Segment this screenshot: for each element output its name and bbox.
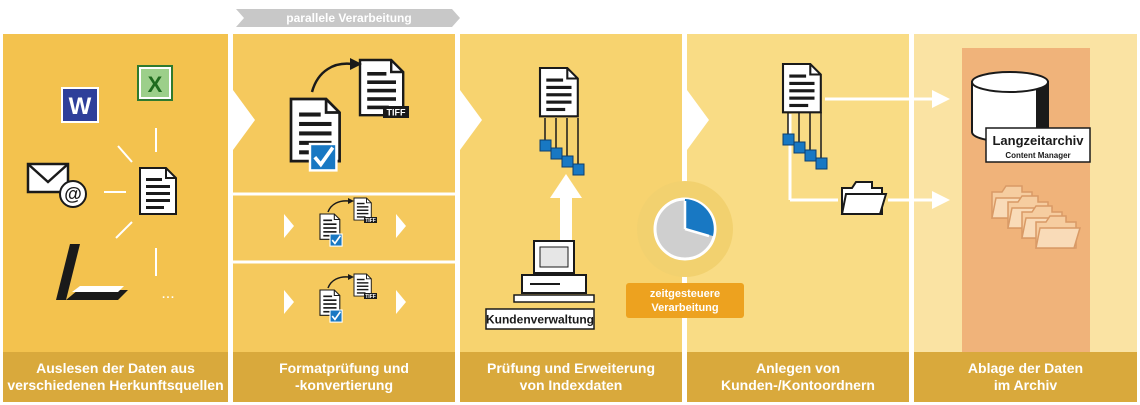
stage-5-caption: Ablage der Daten im Archiv bbox=[914, 352, 1137, 402]
svg-text:@: @ bbox=[64, 184, 82, 204]
clock-icon bbox=[637, 181, 733, 277]
collected-document-icon bbox=[139, 167, 177, 215]
stage-chevron-2 bbox=[460, 90, 482, 150]
upward-arrow bbox=[550, 174, 582, 240]
svg-text:TIFF: TIFF bbox=[365, 294, 376, 300]
svg-text:TIFF: TIFF bbox=[365, 218, 376, 224]
stage-1-caption: Auslesen der Daten aus verschiedenen Her… bbox=[3, 352, 228, 402]
stage-chevron-1 bbox=[233, 90, 255, 150]
more-sources-ellipsis: ... bbox=[161, 285, 174, 302]
parallel-banner bbox=[236, 9, 460, 27]
conversion-large: TIFF bbox=[289, 58, 409, 173]
email-icon: @ bbox=[26, 162, 87, 208]
database-icon bbox=[971, 71, 1049, 143]
stage-4-caption: Anlegen von Kunden-/Kontoordnern bbox=[687, 352, 909, 402]
parallel-banner-label: parallele Verarbeitung bbox=[286, 11, 411, 25]
stage-2-caption: Formatprüfung und -konvertierung bbox=[233, 352, 455, 402]
svg-text:W: W bbox=[69, 93, 92, 120]
svg-text:zeitgesteuere: zeitgesteuere bbox=[650, 288, 720, 300]
svg-text:Content Manager: Content Manager bbox=[1005, 151, 1070, 160]
conversion-small-1: TIFF bbox=[284, 197, 406, 247]
source-rays bbox=[104, 128, 157, 276]
folder-document bbox=[781, 62, 950, 209]
stage-chevron-3 bbox=[687, 90, 709, 150]
stage-3-caption: Prüfung und Erweiterung von Indexdaten bbox=[460, 352, 682, 402]
conversion-small-2: TIFF bbox=[284, 273, 406, 323]
svg-text:Verarbeitung: Verarbeitung bbox=[651, 302, 718, 314]
svg-text:TIFF: TIFF bbox=[387, 108, 406, 118]
customer-system-label: Kundenverwaltung bbox=[485, 308, 595, 330]
svg-text:Langzeitarchiv: Langzeitarchiv bbox=[992, 133, 1084, 148]
conversion-arrow bbox=[310, 62, 353, 93]
scanner-icon bbox=[56, 244, 128, 300]
excel-icon: X bbox=[137, 65, 173, 101]
svg-text:X: X bbox=[148, 72, 163, 97]
indexed-document bbox=[538, 66, 585, 176]
svg-text:Kundenverwaltung: Kundenverwaltung bbox=[486, 313, 594, 327]
computer-icon bbox=[513, 240, 595, 303]
word-icon: W bbox=[61, 87, 99, 123]
archive-label: Langzeitarchiv Content Manager bbox=[985, 127, 1091, 163]
scheduled-processing-badge: zeitgesteuere Verarbeitung bbox=[626, 283, 744, 318]
